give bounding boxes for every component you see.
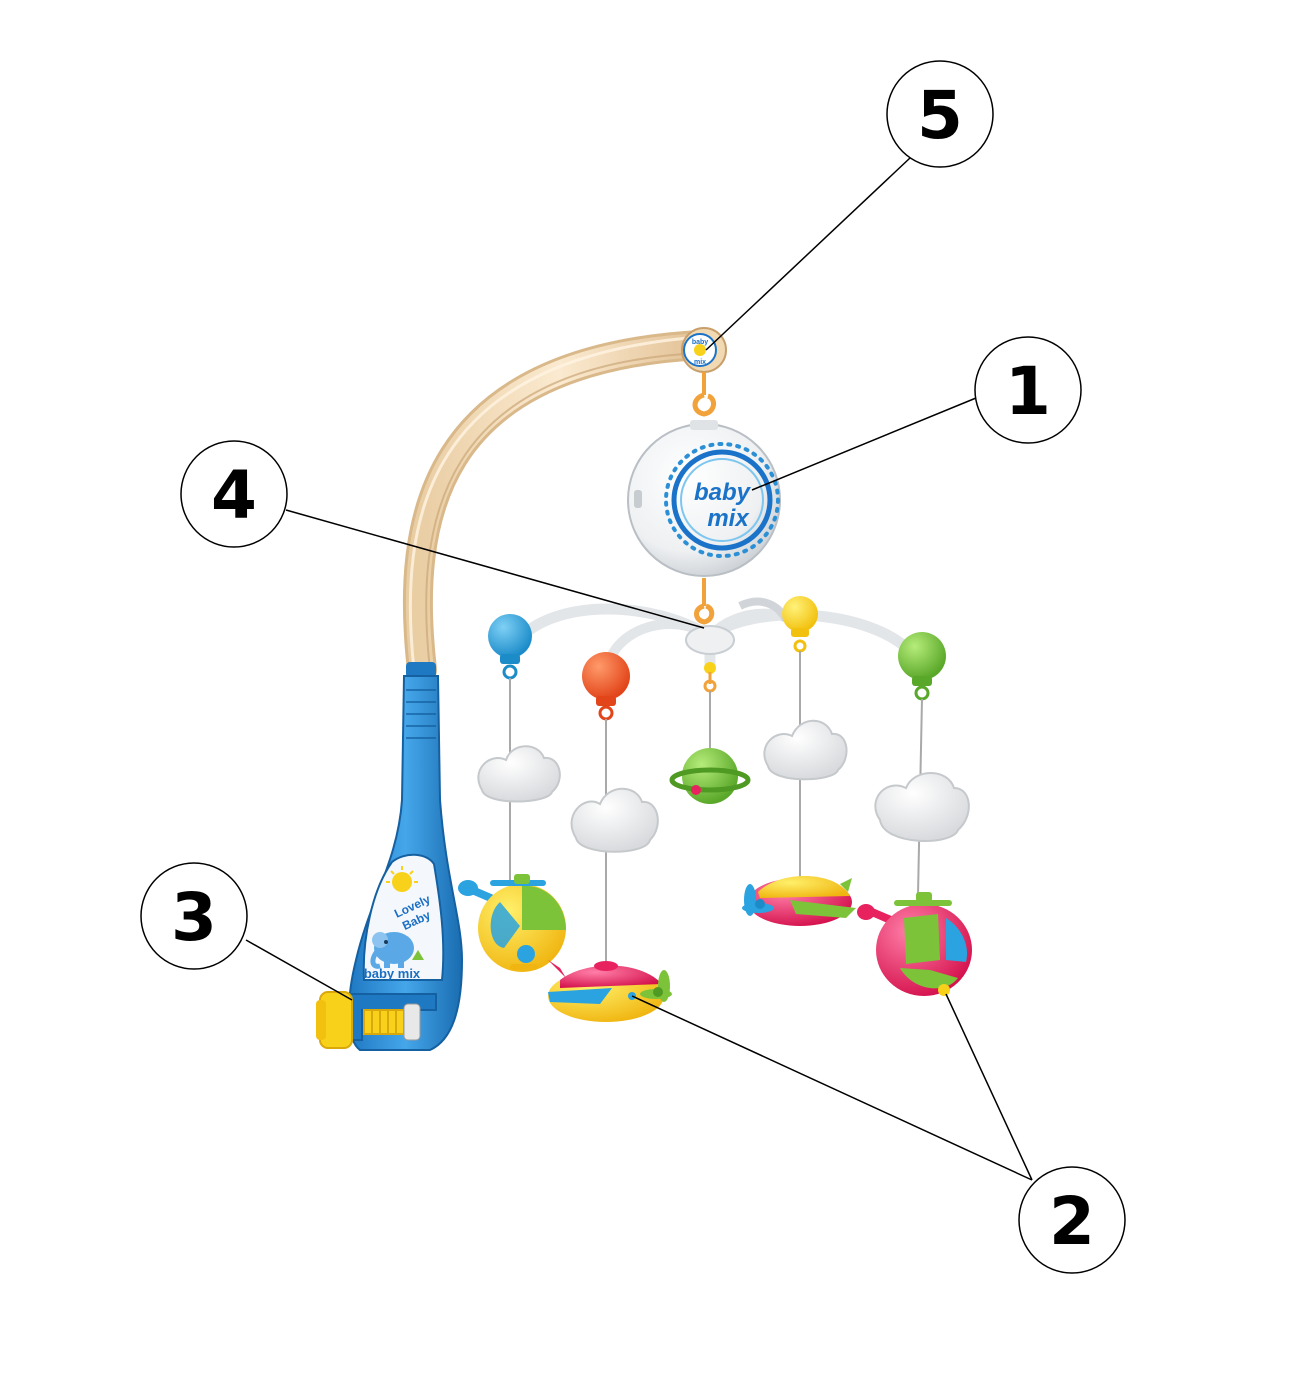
callout-4-number: 4 xyxy=(211,457,257,534)
callout-1: 1 xyxy=(974,336,1082,444)
helicopter-pink xyxy=(857,892,972,996)
planet-toy xyxy=(669,748,751,804)
callout-5: 5 xyxy=(886,60,994,168)
callout-2: 2 xyxy=(1018,1166,1126,1274)
callout-5-number: 5 xyxy=(917,77,963,154)
callout-3-number: 3 xyxy=(171,879,217,956)
leader-line-5 xyxy=(705,157,911,351)
cloud-2 xyxy=(570,787,659,853)
ball-orange xyxy=(582,652,630,700)
callout-1-number: 1 xyxy=(1005,353,1051,430)
hanger-balls xyxy=(488,596,946,721)
clamp-screw xyxy=(316,991,421,1049)
leader-line-2b xyxy=(945,993,1033,1181)
leader-lines xyxy=(245,157,1033,1181)
plane-pink xyxy=(548,960,672,1022)
leader-line-3 xyxy=(245,939,353,1001)
propeller-green xyxy=(640,970,672,1002)
callout-3: 3 xyxy=(140,862,248,970)
music-box-logo-line2: mix xyxy=(707,505,750,532)
plane-yellow xyxy=(742,875,856,926)
propeller-blue xyxy=(742,884,774,916)
hanging-toys xyxy=(458,874,972,1022)
callout-2-number: 2 xyxy=(1049,1183,1095,1260)
connector-logo-line2: mix xyxy=(694,359,706,366)
sun-icon xyxy=(386,866,418,892)
music-box-logo-line1: baby xyxy=(694,479,752,506)
leader-line-4 xyxy=(285,509,705,629)
cloud-1 xyxy=(477,745,561,803)
helicopter-yellow xyxy=(458,874,566,972)
mobile-arm xyxy=(402,330,715,685)
elephant-icon xyxy=(370,932,424,969)
arm-connector: baby mix xyxy=(681,327,727,417)
leader-line-2a xyxy=(631,995,1033,1181)
hanger-arms xyxy=(516,597,920,693)
leader-line-1 xyxy=(751,397,977,491)
ball-yellow xyxy=(782,596,818,632)
cloud-3 xyxy=(763,719,848,781)
ball-blue xyxy=(488,614,532,658)
crib-clamp: Lovely Baby baby mix xyxy=(316,662,464,1051)
clamp-brand: baby mix xyxy=(364,966,421,981)
callout-4: 4 xyxy=(180,440,288,548)
music-box: baby mix xyxy=(627,420,781,625)
cloud-4 xyxy=(874,772,970,842)
ball-green xyxy=(898,632,946,680)
connector-logo-line1: baby xyxy=(692,339,708,346)
